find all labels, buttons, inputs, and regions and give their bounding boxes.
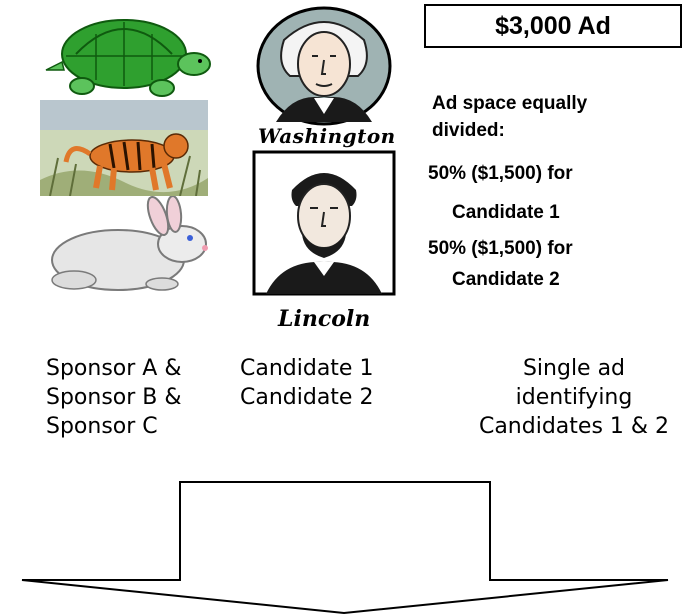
turtle-illustration <box>45 19 211 97</box>
single-ad-line2: identifying <box>515 385 633 410</box>
ad-note-line2: divided: <box>432 120 505 141</box>
ad-note-line3: 50% ($1,500) for <box>428 163 573 184</box>
candidate-line1: Candidate 1 <box>240 356 374 381</box>
tiger-illustration <box>40 100 208 196</box>
sponsor-line2: Sponsor B & <box>46 385 182 410</box>
sponsor-line3: Sponsor C <box>46 414 158 439</box>
candidate-line2: Candidate 2 <box>240 385 374 410</box>
ad-total-label: $3,000 Ad <box>495 11 611 40</box>
ad-note-line1: Ad space equally <box>432 93 588 114</box>
rabbit-illustration <box>51 196 208 291</box>
lincoln-portrait <box>252 150 396 296</box>
down-arrow-icon <box>21 481 669 615</box>
ad-note-line6: Candidate 2 <box>452 269 560 290</box>
sponsor-line1: Sponsor A & <box>46 356 182 381</box>
candidates-text: Candidate 1 Candidate 2 <box>240 354 373 412</box>
ad-total-box: $3,000 Ad <box>424 4 682 48</box>
single-ad-line1: Single ad <box>522 356 626 381</box>
ad-note-line4: Candidate 1 <box>452 202 560 223</box>
lincoln-caption: Lincoln <box>278 306 371 332</box>
sponsors-text: Sponsor A & Sponsor B & Sponsor C <box>46 354 182 441</box>
washington-portrait <box>256 6 392 126</box>
ad-note-line5: 50% ($1,500) for <box>428 238 573 259</box>
single-ad-line3: Candidates 1 & 2 <box>478 414 670 439</box>
single-ad-text: Single ad identifying Candidates 1 & 2 <box>464 354 684 441</box>
washington-caption: Washington <box>258 124 396 148</box>
